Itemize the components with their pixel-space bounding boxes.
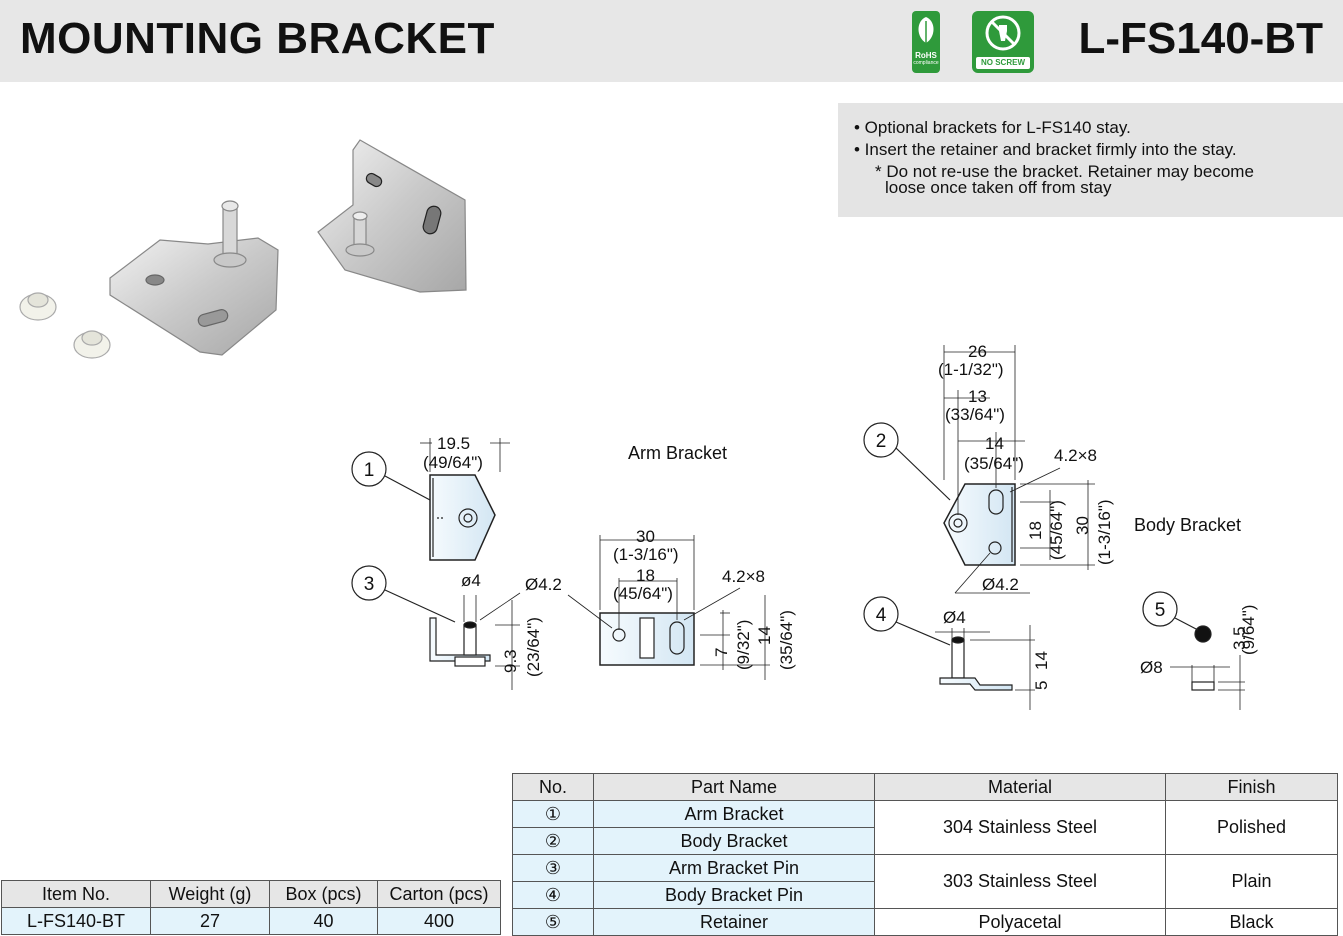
note-line-2: • Insert the retainer and bracket firmly… (854, 140, 1237, 159)
parts-no-3: ③ (512, 854, 594, 882)
body-pin-side-view (863, 596, 1035, 710)
dim-18-arm: 18 (636, 566, 655, 585)
dim-3-5: 3.5 (1230, 626, 1249, 650)
finish-cell-2: Plain (1165, 854, 1338, 909)
dim-5: 5 (1032, 681, 1051, 690)
dim-35-64-body: (35/64") (964, 454, 1024, 473)
noscrew-badge: NO SCREW (972, 11, 1034, 73)
dim-23-64: (23/64") (524, 617, 543, 677)
header-bar: MOUNTING BRACKET RoHS compliance NO SCRE… (0, 0, 1343, 82)
item-header-0: Item No. (1, 880, 151, 908)
body-bracket-label: Body Bracket (1134, 515, 1241, 535)
callout-2: 2 (876, 431, 887, 452)
rohs-badge: RoHS compliance (912, 11, 940, 73)
dim-phi8: Ø8 (1140, 658, 1163, 677)
dim-18-body: 18 (1026, 521, 1045, 540)
parts-no-4: ④ (512, 881, 594, 909)
material-cell-3: Polyacetal (874, 908, 1166, 936)
dim-26: 26 (968, 342, 987, 361)
dim-45-64-arm: (45/64") (613, 584, 673, 603)
notes-box: • Optional brackets for L-FS140 stay. • … (838, 103, 1343, 217)
dim-9-3: 9.3 (501, 649, 520, 673)
arm-pin-side-view (351, 565, 521, 690)
dim-1-3-16-body: (1-3/16") (1095, 499, 1114, 565)
page-title: MOUNTING BRACKET (20, 14, 495, 63)
callout-4: 4 (876, 605, 887, 626)
callout-3: 3 (364, 574, 375, 595)
dim-1-1-32: (1-1/32") (938, 360, 1004, 379)
drawing-labels: 1 3 2 4 5 Arm Bracket Body Bracket 19.5 … (364, 342, 1249, 690)
item-table: Item No. Weight (g) Box (pcs) Carton (pc… (1, 880, 501, 935)
rohs-sub: compliance (913, 60, 939, 66)
parts-header-1: Part Name (593, 773, 875, 801)
dim-14-arm: 14 (755, 626, 774, 645)
dim-30-body: 30 (1073, 516, 1092, 535)
product-photo (19, 139, 467, 359)
rohs-label: RoHS (915, 51, 937, 60)
no-screw-icon (985, 15, 1021, 51)
item-cell-0: L-FS140-BT (1, 907, 151, 935)
leaf-icon (918, 17, 934, 45)
finish-cell-1: Polished (1165, 800, 1338, 855)
parts-name-4: Body Bracket Pin (593, 881, 875, 909)
dim-phi4-2-arm: Ø4.2 (525, 575, 562, 594)
parts-name-3: Arm Bracket Pin (593, 854, 875, 882)
retainer-view (1142, 591, 1245, 710)
parts-name-2: Body Bracket (593, 827, 875, 855)
note-line-3: * Do not re-use the bracket. Retainer ma… (875, 162, 1254, 181)
technical-drawing: 1 3 2 4 5 Arm Bracket Body Bracket 19.5 … (19, 139, 1249, 710)
dim-1-3-16-arm: (1-3/16") (613, 545, 679, 564)
material-cell-1: 304 Stainless Steel (874, 800, 1166, 855)
parts-header-2: Material (874, 773, 1166, 801)
dim-13: 13 (968, 387, 987, 406)
item-header-3: Carton (pcs) (377, 880, 501, 908)
dim-4-2x8-body: 4.2×8 (1054, 446, 1097, 465)
dim-phi4-arm: ø4 (461, 571, 481, 590)
dim-14-body: 14 (985, 434, 1004, 453)
dim-phi4-body: Ø4 (943, 608, 966, 627)
dim-9-64-text: (9/64") (1239, 605, 1258, 655)
dim-4-2x8-arm: 4.2×8 (722, 567, 765, 586)
arm-bracket-label: Arm Bracket (628, 443, 727, 463)
model-number: L-FS140-BT (1078, 14, 1323, 63)
retainer-dim-label: (9/64") (1239, 605, 1258, 655)
callout-1: 1 (364, 460, 375, 481)
dim-14-pin: 14 (1032, 651, 1051, 670)
dim-phi4-2-body: Ø4.2 (982, 575, 1019, 594)
dim-7: 7 (712, 648, 731, 657)
dim-9-32: (9/32") (734, 620, 753, 670)
dim-19-5: 19.5 (437, 434, 470, 453)
item-header-2: Box (pcs) (269, 880, 378, 908)
parts-name-1: Arm Bracket (593, 800, 875, 828)
item-header-1: Weight (g) (150, 880, 270, 908)
item-cell-3: 400 (377, 907, 501, 935)
callout-5: 5 (1155, 600, 1166, 621)
dim-33-64: (33/64") (945, 405, 1005, 424)
dim-35-64-arm: (35/64") (777, 610, 796, 670)
note-line-1: • Optional brackets for L-FS140 stay. (854, 118, 1131, 137)
body-bracket-top-view (863, 345, 1095, 594)
parts-table: No. Part Name Material Finish ① Arm Brac… (512, 773, 1338, 936)
arm-bracket-top-view (351, 438, 510, 561)
dim-45-64-body: (45/64") (1047, 500, 1066, 560)
parts-no-2: ② (512, 827, 594, 855)
item-cell-1: 27 (150, 907, 270, 935)
note-line-4: loose once taken off from stay (885, 178, 1112, 197)
material-cell-2: 303 Stainless Steel (874, 854, 1166, 909)
parts-name-5: Retainer (593, 908, 875, 936)
finish-cell-3: Black (1165, 908, 1338, 936)
noscrew-label: NO SCREW (976, 57, 1030, 69)
parts-header-3: Finish (1165, 773, 1338, 801)
parts-header-0: No. (512, 773, 594, 801)
parts-no-5: ⑤ (512, 908, 594, 936)
dim-49-64: (49/64") (423, 453, 483, 472)
parts-no-1: ① (512, 800, 594, 828)
arm-bracket-front-view (567, 535, 770, 680)
dim-30-arm: 30 (636, 527, 655, 546)
item-cell-2: 40 (269, 907, 378, 935)
